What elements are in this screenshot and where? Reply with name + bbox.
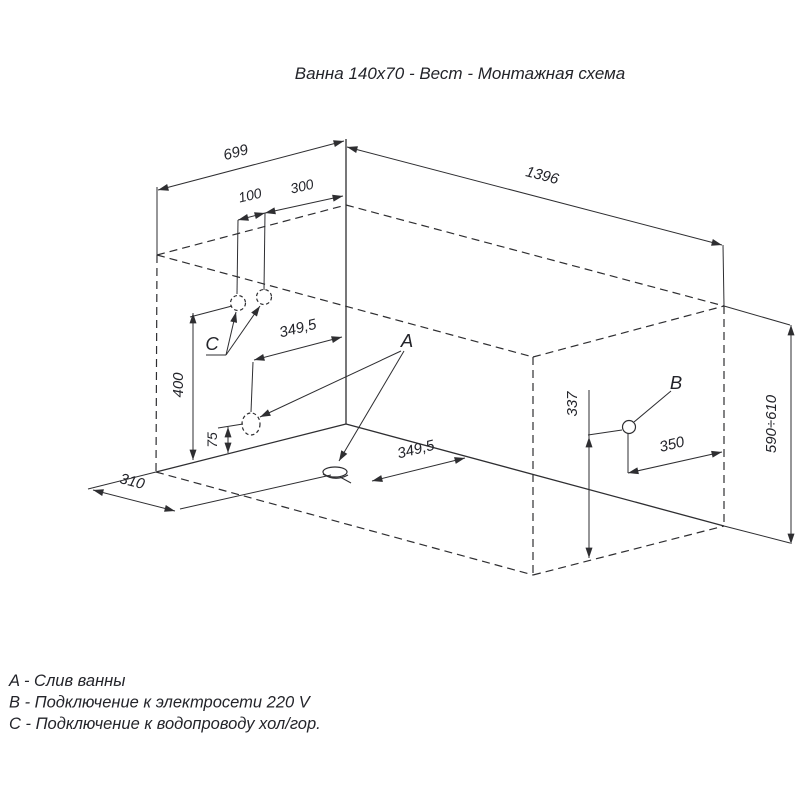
- dim-349-wall-value: 349,5: [278, 316, 319, 342]
- floor-back-left-edge: [155, 471, 534, 576]
- ext-c1-drop: [236, 219, 239, 295]
- dim-400-value: 400: [170, 372, 187, 398]
- floor-front-right-edge: [345, 423, 725, 527]
- dim-100-line: [237, 212, 266, 221]
- floor-back-right-edge: [532, 525, 725, 576]
- ext-337-top: [587, 429, 623, 436]
- ext-590-bottom: [723, 525, 791, 544]
- legend-item-water: C - Подключение к водопроводу хол/гор.: [9, 715, 321, 733]
- dim-310-value: 310: [118, 470, 147, 493]
- extension-lines: [87, 187, 791, 544]
- dim-350-value: 350: [658, 433, 687, 456]
- ext-75-top: [217, 423, 244, 429]
- dimension-values: 699 1396 100 300 349,5 349,5 400 75 310 …: [118, 141, 780, 493]
- leader-c-to-hole2: [225, 305, 261, 356]
- left-vertical-edge: [155, 254, 158, 473]
- label-a-drain: A: [400, 330, 413, 351]
- drain-floor-rim: [322, 473, 349, 479]
- top-rim-left-edge: [156, 204, 347, 256]
- dim-590-610-value: 590÷610: [763, 394, 780, 453]
- label-b-power: B: [670, 372, 682, 393]
- dim-699-line: [157, 140, 345, 191]
- ext-310-left: [87, 471, 157, 490]
- legend-item-power: B - Подключение к электросети 220 V: [9, 694, 312, 712]
- ext-590-top: [723, 305, 791, 326]
- top-rim-right-edge: [345, 204, 725, 307]
- power-connection-circle: [621, 419, 637, 435]
- legend-item-drain: A - Слив ванны: [8, 672, 125, 690]
- leader-a-to-wall-outlet: [259, 350, 402, 418]
- dim-1396-value: 1396: [524, 163, 561, 188]
- dim-337-value: 337: [564, 391, 581, 417]
- leader-c-to-hole1: [225, 311, 238, 356]
- dim-300-value: 300: [289, 176, 316, 197]
- dimension-lines: [92, 140, 795, 559]
- dim-349-floor-line: [371, 457, 466, 482]
- ext-400-top: [189, 305, 233, 318]
- leader-b-to-circle: [633, 390, 672, 423]
- dim-75-value: 75: [204, 432, 220, 448]
- point-labels: A B C: [205, 330, 682, 393]
- dim-1396-line: [346, 146, 723, 246]
- ext-349u-drop: [250, 361, 254, 413]
- diagram-title: Ванна 140x70 - Вест - Монтажная схема: [295, 64, 625, 83]
- dim-699-value: 699: [222, 141, 251, 164]
- drain-wall-outlet-circle: [241, 412, 261, 436]
- floor-front-left-edge: [155, 423, 347, 473]
- ext-1396-right: [722, 244, 725, 307]
- label-c-water: C: [205, 333, 219, 354]
- dim-349-floor-value: 349,5: [396, 437, 437, 463]
- dim-310-line: [92, 489, 176, 512]
- leader-a-to-drain: [338, 350, 405, 462]
- water-connection-1-circle: [229, 294, 247, 312]
- dim-300-line: [264, 194, 344, 215]
- ext-c2-drop: [263, 212, 266, 291]
- connection-points: [229, 288, 637, 479]
- legend: A - Слив ванны B - Подключение к электро…: [8, 672, 321, 733]
- dim-100-value: 100: [237, 185, 264, 206]
- dim-350-line: [627, 450, 723, 475]
- water-connection-2-circle: [255, 288, 273, 306]
- dim-349-wall-line: [253, 336, 343, 361]
- top-rim-back-right-edge: [532, 305, 725, 358]
- leader-lines: [206, 305, 672, 462]
- drain-floor-ellipse: [322, 466, 348, 478]
- ext-310-right: [179, 474, 332, 510]
